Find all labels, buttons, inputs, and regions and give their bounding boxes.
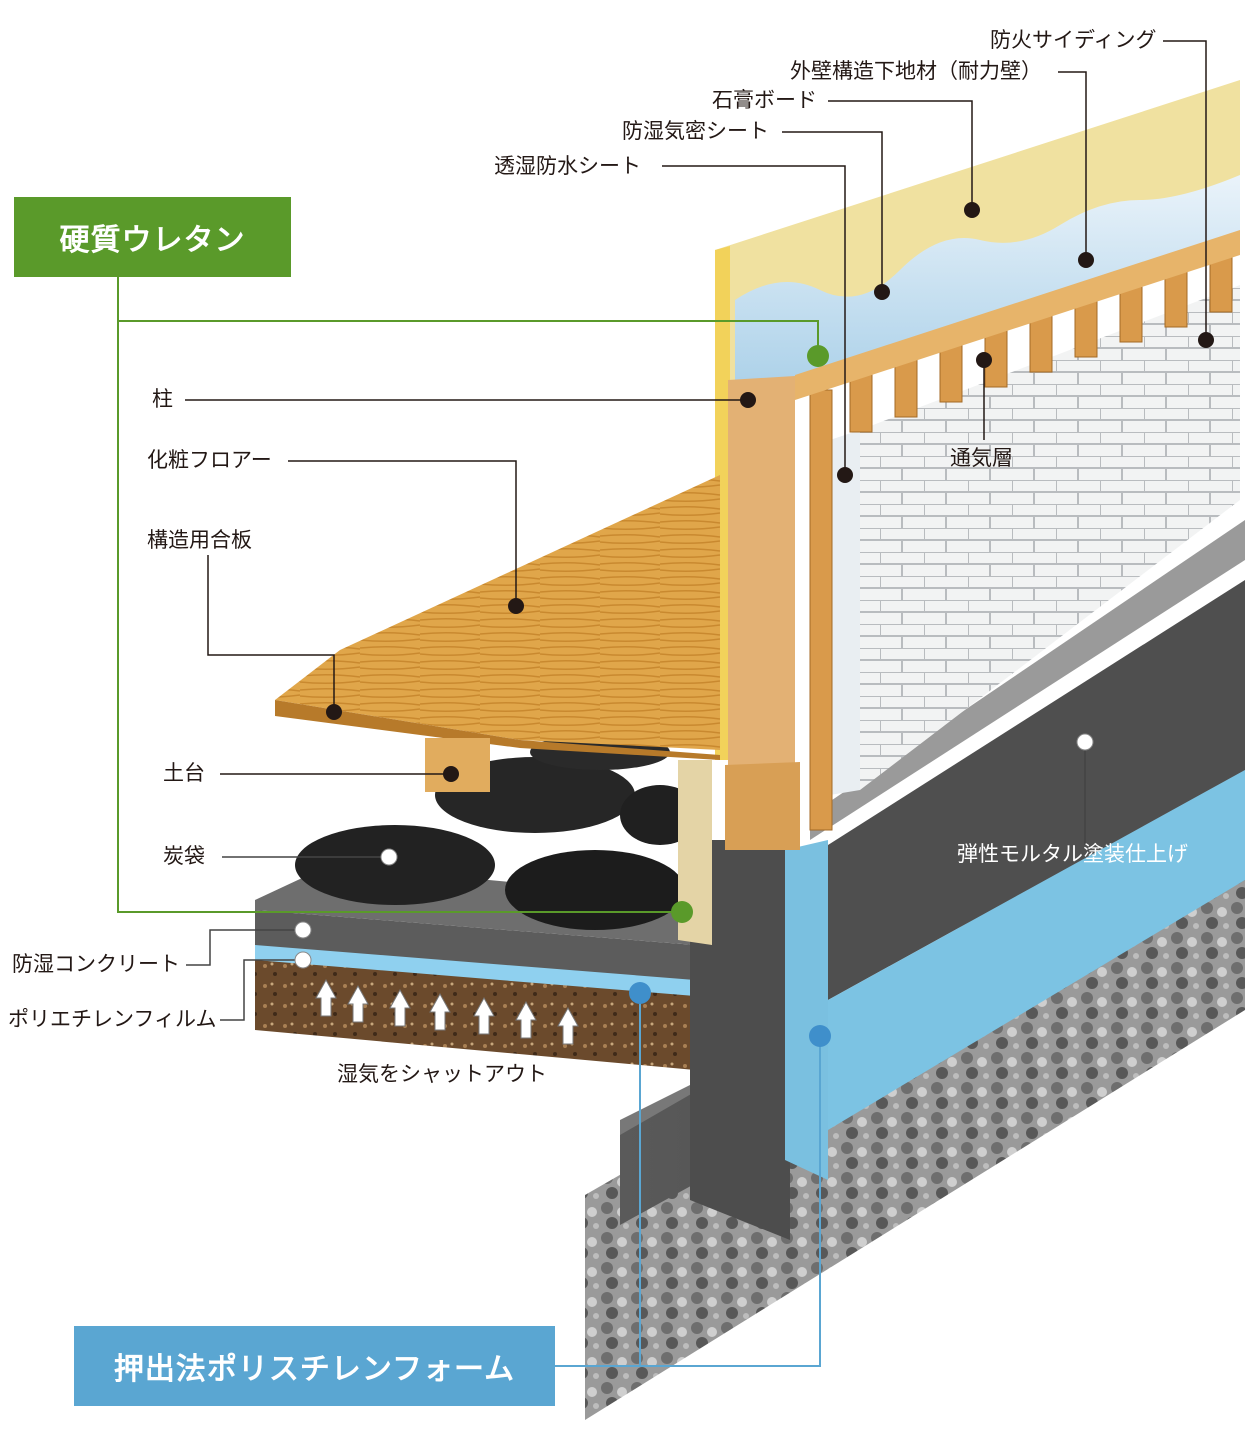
- floor-edge: [275, 700, 720, 760]
- foundation-stem-wall: [690, 840, 790, 1240]
- label-moisture-proof-concrete: 防湿コンクリート: [12, 952, 180, 976]
- label-sill: 土台: [163, 761, 205, 785]
- concrete-slab: [255, 910, 695, 980]
- label-structural-plywood: 構造用合板: [147, 528, 252, 552]
- label-charcoal-bag: 炭袋: [163, 844, 205, 868]
- label-gypsum-board: 石膏ボード: [712, 88, 817, 112]
- label-ventilation-layer: 通気層: [950, 446, 1013, 470]
- marker-dots-blue: [629, 982, 831, 1047]
- floor-surface: [275, 475, 720, 750]
- foundation-outer-face: [828, 580, 1245, 1000]
- marker-dots-black: [326, 202, 1214, 782]
- xps-foam-panel: [785, 840, 828, 1180]
- moisture-arrows: [315, 978, 579, 1045]
- label-decorative-flooring: 化粧フロアー: [147, 448, 272, 472]
- leader-lines: [185, 40, 1207, 775]
- sheet-strip: [830, 430, 860, 795]
- vapor-sheet-layer: [735, 175, 1240, 400]
- callout-extruded-polystyrene-foam: 押出法ポリスチレンフォーム: [74, 1326, 555, 1406]
- sill-plate: [725, 762, 800, 850]
- insulation-fill-inner: [678, 760, 712, 945]
- leader-lines-light: [186, 745, 1086, 1021]
- floor-sill: [425, 738, 490, 792]
- callout-rigid-urethane: 硬質ウレタン: [14, 197, 291, 277]
- column-post: [728, 376, 795, 815]
- charcoal-bag-1: [295, 825, 495, 905]
- label-polyethylene-film: ポリエチレンフィルム: [8, 1007, 217, 1031]
- marker-dots-green: [671, 345, 829, 923]
- xps-leader: [555, 993, 821, 1367]
- charcoal-bag-2: [505, 850, 685, 930]
- urethane-leader: [117, 277, 819, 913]
- label-column: 柱: [152, 387, 173, 411]
- marker-dots-white: [294, 733, 1094, 969]
- label-breathable-waterproof-sheet: 透湿防水シート: [494, 154, 641, 178]
- xps-foam-outer: [828, 770, 1245, 1130]
- top-plate: [795, 230, 1240, 400]
- mortar-band-top: [810, 520, 1245, 840]
- label-vapor-barrier-sheet: 防湿気密シート: [622, 119, 769, 143]
- label-fire-siding: 防火サイディング: [990, 28, 1157, 52]
- polyethylene-film-layer: [255, 942, 695, 996]
- fire-siding-panel: [860, 285, 1240, 790]
- label-elastic-mortar-finish: 弾性モルタル塗装仕上げ: [957, 842, 1188, 866]
- label-moisture-shutout: 湿気をシャットアウト: [337, 1062, 547, 1086]
- label-exterior-structural-board: 外壁構造下地材（耐力壁）: [790, 59, 1042, 83]
